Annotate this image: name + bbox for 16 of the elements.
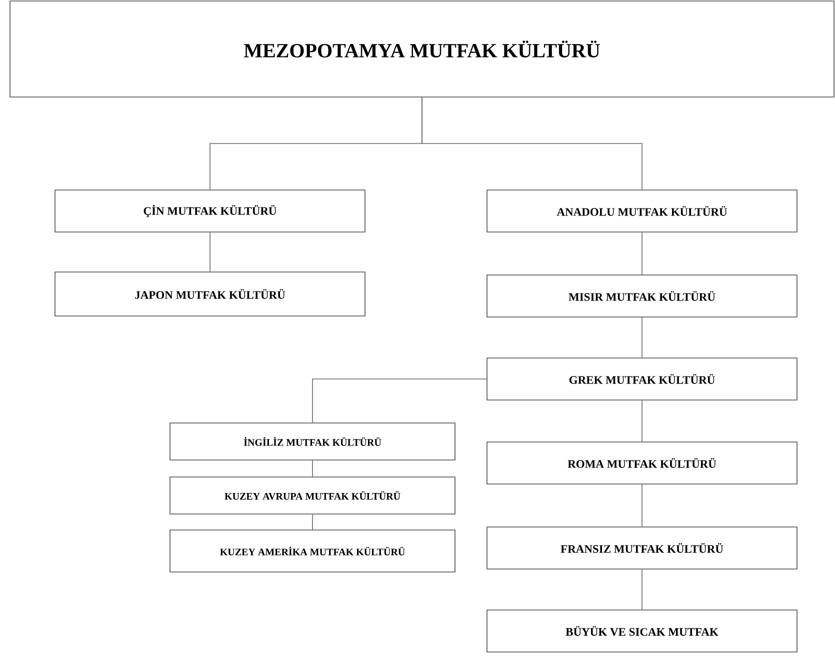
process-box: GREK MUTFAK KÜLTÜRÜ [486, 358, 798, 400]
process-box: KUZEY AMERİKA MUTFAK KÜLTÜRÜ [170, 530, 456, 572]
process-box: FRANSIZ MUTFAK KÜLTÜRÜ [486, 526, 798, 570]
process-box: ANADOLU MUTFAK KÜLTÜRÜ [486, 190, 798, 232]
title-box: MEZOPOTAMYA MUTFAK KÜLTÜRÜ [10, 0, 834, 98]
process-box: MISIR MUTFAK KÜLTÜRÜ [486, 274, 798, 318]
process-box: JAPON MUTFAK KÜLTÜRÜ [54, 272, 366, 316]
connector-line [422, 97, 642, 190]
process-box: BÜYÜK VE SICAK MUTFAK [486, 610, 798, 652]
process-box: ROMA MUTFAK KÜLTÜRÜ [486, 442, 798, 484]
process-box: KUZEY AVRUPA MUTFAK KÜLTÜRÜ [170, 476, 456, 514]
connector-line [312, 514, 313, 530]
process-box: ÇİN MUTFAK KÜLTÜRÜ [54, 190, 366, 232]
connector-line [312, 460, 313, 477]
process-box: İNGİLİZ MUTFAK KÜLTÜRÜ [170, 422, 456, 460]
connector-line [312, 378, 487, 423]
